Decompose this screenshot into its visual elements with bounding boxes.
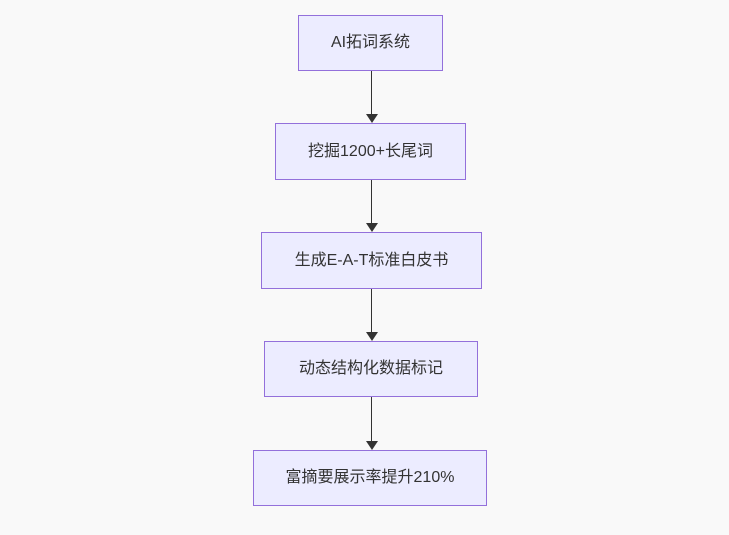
node-label: 富摘要展示率提升210% xyxy=(285,469,455,487)
flow-node-longtail-mining: 挖掘1200+长尾词 xyxy=(275,123,466,180)
node-label: 挖掘1200+长尾词 xyxy=(308,142,433,160)
flow-node-structured-data-markup: 动态结构化数据标记 xyxy=(264,341,478,397)
flow-edge xyxy=(365,289,378,341)
edge-line xyxy=(370,71,372,116)
node-label: 生成E-A-T标准白皮书 xyxy=(294,251,449,269)
arrowhead-down-icon xyxy=(365,332,378,341)
arrowhead-down-icon xyxy=(365,114,378,123)
flow-edge xyxy=(365,397,378,450)
flow-node-ai-keyword-system: AI拓词系统 xyxy=(298,15,443,71)
node-label: 动态结构化数据标记 xyxy=(298,360,443,378)
arrowhead-down-icon xyxy=(365,441,378,450)
edge-line xyxy=(370,397,372,443)
flow-edge xyxy=(365,71,378,123)
arrowhead-down-icon xyxy=(365,223,378,232)
flow-edge xyxy=(365,180,378,232)
edge-line xyxy=(370,180,372,225)
flow-node-eat-whitepaper: 生成E-A-T标准白皮书 xyxy=(261,232,482,289)
flow-node-rich-snippet-result: 富摘要展示率提升210% xyxy=(253,450,487,506)
edge-line xyxy=(370,289,372,334)
node-label: AI拓词系统 xyxy=(330,34,411,52)
